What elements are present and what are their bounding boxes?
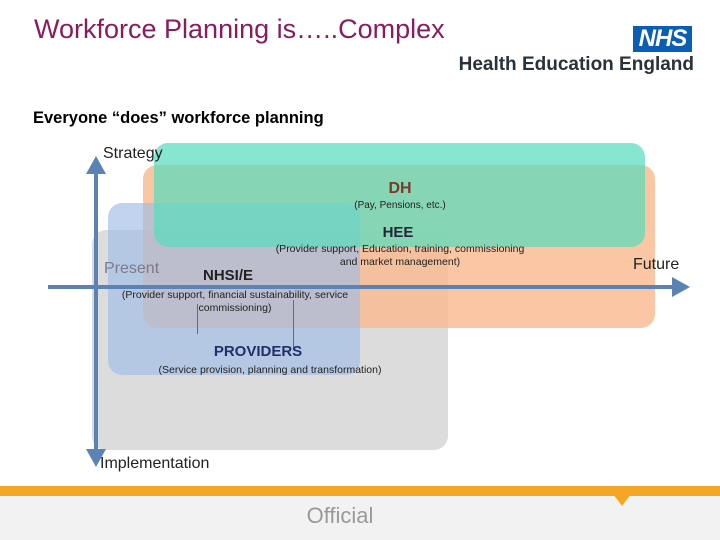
axis-label-future: Future (633, 256, 680, 273)
region-label-dh: DH (388, 180, 412, 197)
arrow-up-icon (86, 156, 106, 174)
axis-label-present: Present (104, 260, 160, 277)
region-label-hee: HEE (382, 224, 414, 241)
region-label-providers: PROVIDERS (213, 343, 303, 360)
vertical-axis (94, 172, 98, 452)
classification-label: Official (306, 503, 374, 528)
chevron-down-icon (613, 494, 631, 506)
region-detail-nhsie: (Provider support, financial sustainabil… (121, 289, 349, 314)
axis-label-strategy: Strategy (103, 145, 163, 162)
footer-accent-band (0, 486, 720, 496)
region-detail-hee: (Provider support, Education, training, … (275, 243, 525, 268)
nhs-logo: NHS (633, 26, 692, 52)
region-label-nhsie: NHSI/E (203, 267, 254, 284)
axis-label-implementation: Implementation (100, 455, 210, 472)
organisation-name: Health Education England (458, 54, 694, 75)
arrow-right-icon (672, 277, 690, 297)
footer (0, 496, 720, 540)
region-detail-providers: (Service provision, planning and transfo… (158, 364, 382, 376)
slide-subtitle: Everyone “does” workforce planning (33, 109, 324, 127)
connector-line (197, 304, 198, 334)
connector-line (293, 300, 294, 350)
horizontal-axis (48, 285, 674, 289)
page-title: Workforce Planning is…..Complex (34, 14, 445, 44)
arrow-down-icon (86, 449, 106, 467)
dh-region (154, 143, 645, 247)
region-detail-dh: (Pay, Pensions, etc.) (354, 200, 446, 211)
